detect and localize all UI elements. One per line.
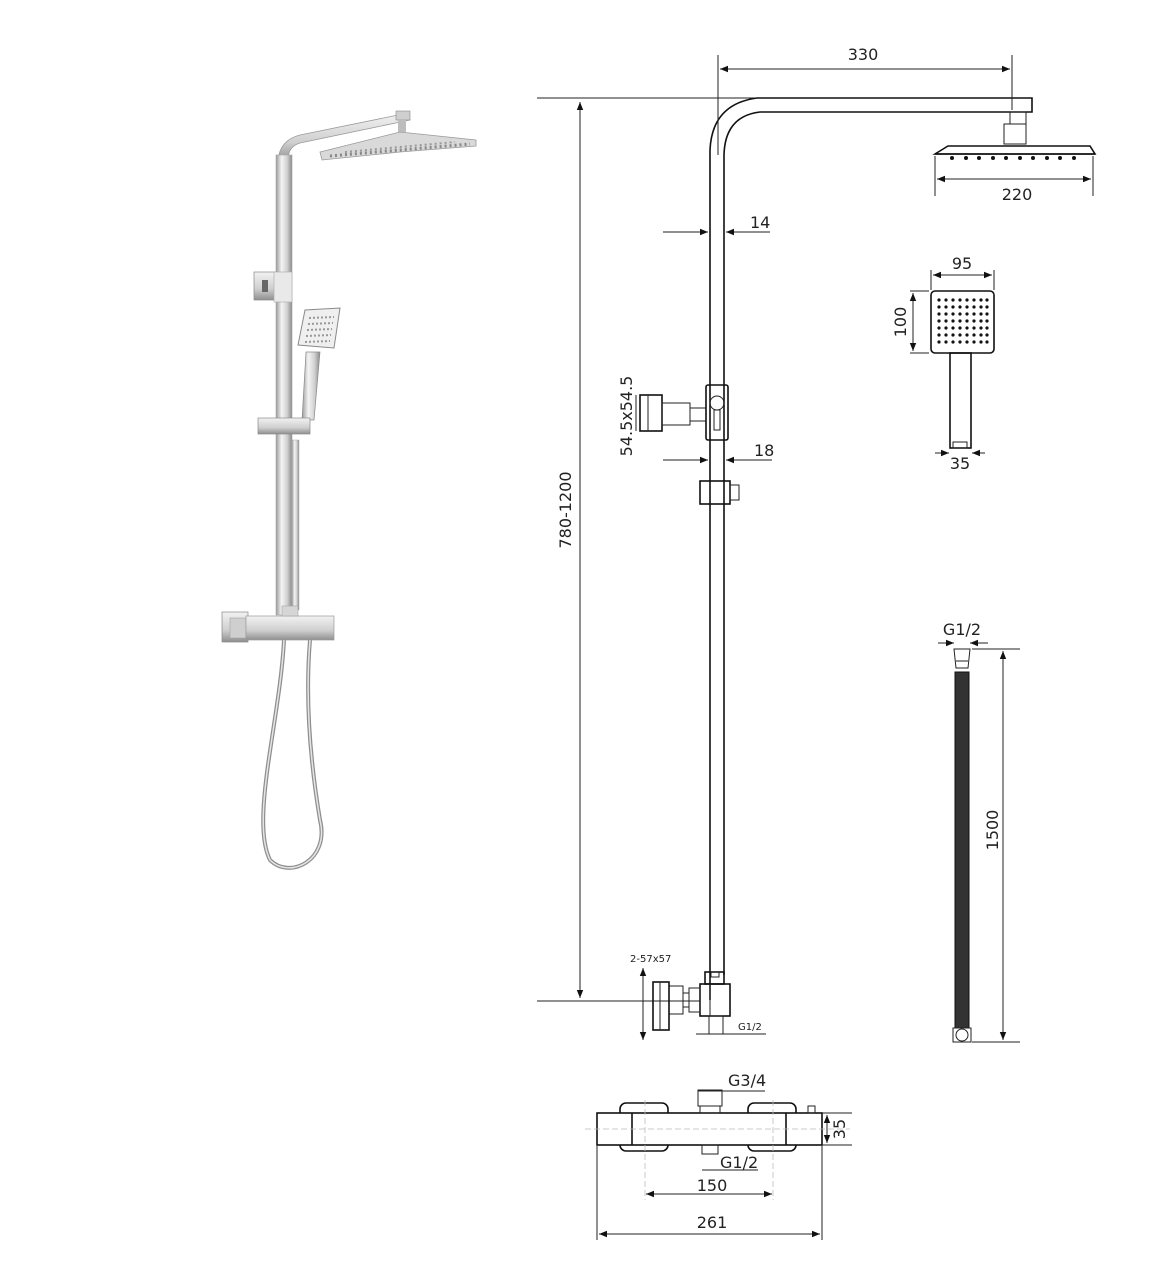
- dim-inlet-thread: G3/4: [728, 1071, 766, 1090]
- product-photo: [221, 110, 477, 870]
- dim-arm-length: 330: [848, 45, 879, 64]
- dim-center-distance: 150: [697, 1176, 728, 1195]
- dim-hand-shower-height: 100: [891, 307, 910, 338]
- dim-mixer-depth: 35: [830, 1119, 849, 1139]
- dim-bottom-thread: G1/2: [738, 1022, 762, 1033]
- hand-shower-nozzle-grid: [937, 298, 989, 344]
- dim-wall-connector: 2-57x57: [630, 954, 671, 965]
- rain-head-nozzles: [329, 141, 471, 158]
- dim-hand-shower-width: 95: [952, 254, 972, 273]
- dim-hand-handle-width: 35: [950, 454, 970, 473]
- dim-total-width: 261: [697, 1213, 728, 1232]
- hose-drawing: G1/2 1500: [938, 620, 1020, 1043]
- dim-height-range: 780-1200: [556, 471, 575, 548]
- hand-shower-drawing: 95 100 35: [891, 254, 995, 473]
- dim-rain-head-width: 220: [1002, 185, 1033, 204]
- hand-shower-nozzles: [304, 316, 335, 343]
- mixer-top-view: G3/4 G1/2 35 150 261: [585, 1071, 852, 1240]
- dim-hose-thread: G1/2: [943, 620, 981, 639]
- dim-mixer-outlet: 54.5x54.5: [617, 376, 636, 457]
- dim-hose-length: 1500: [983, 810, 1002, 851]
- rain-head-nozzles-drawing: [950, 156, 1076, 160]
- dim-slider-diameter: 18: [754, 441, 774, 460]
- dim-tube-diameter: 14: [750, 213, 770, 232]
- column-elevation-drawing: 330 220 14 780-1200 54.5x54.5 18: [537, 45, 1097, 1040]
- dim-outlet-thread: G1/2: [720, 1153, 758, 1172]
